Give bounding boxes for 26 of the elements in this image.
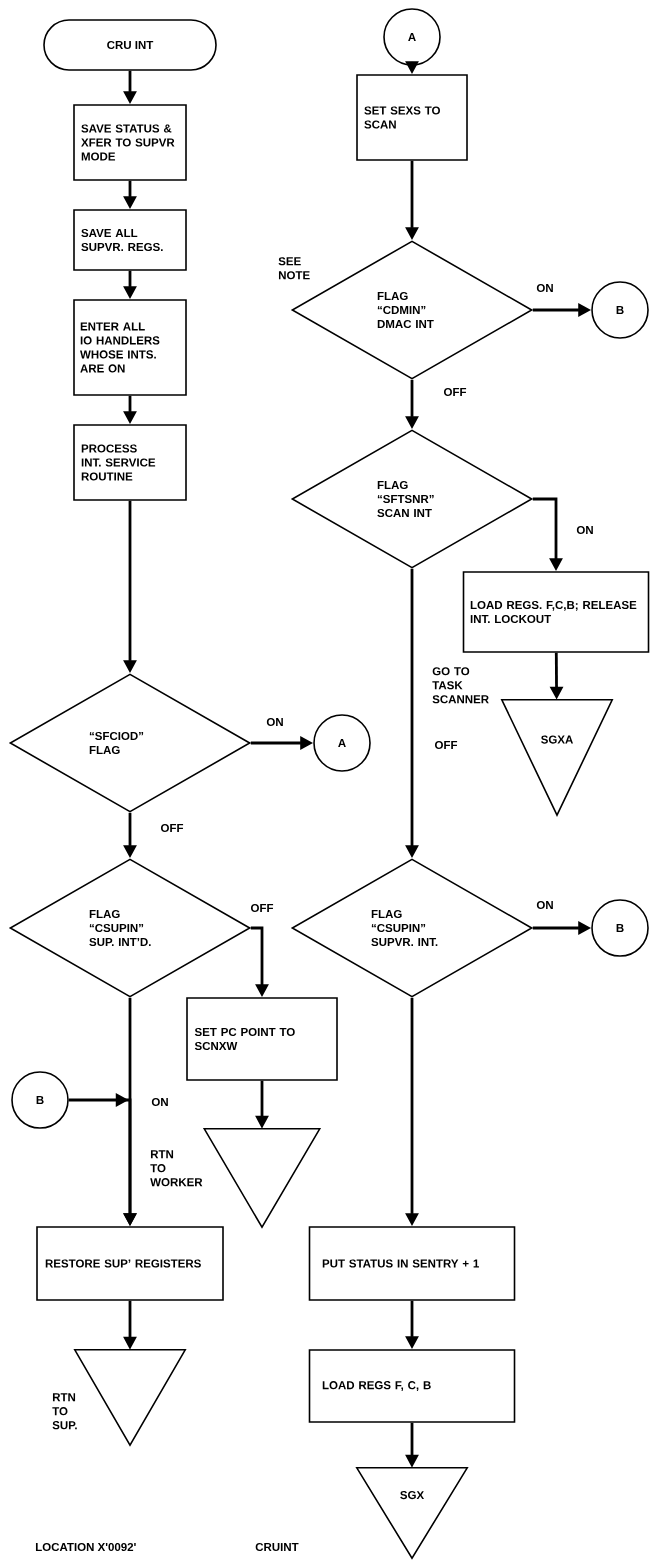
process-box: SET PC POINT TO SCNXW <box>186 997 338 1081</box>
edge-label: ON <box>150 1096 170 1108</box>
terminal-box: CRU INT <box>43 19 217 71</box>
edge-label: OFF <box>249 902 275 914</box>
edge-label: ON <box>535 282 555 294</box>
process-box: LOAD REGS. F,C,B; RELEASE INT. LOCKOUT <box>462 571 650 653</box>
edge-label: ON <box>265 716 285 728</box>
edge-label: ON <box>575 524 595 536</box>
process-box: PUT STATUS IN SENTRY + 1 <box>308 1226 516 1301</box>
caption-text: LOCATION X'0092' <box>35 1542 136 1552</box>
edge-label: ON <box>535 899 555 911</box>
note-text: GO TO TASK SCANNER <box>432 667 489 704</box>
process-box: SAVE ALL SUPVR. REGS. <box>73 209 187 271</box>
edge-label: OFF <box>159 822 185 834</box>
note-text: RTN TO WORKER <box>150 1150 203 1187</box>
process-box: RESTORE SUP’ REGISTERS <box>36 1226 224 1301</box>
process-box: LOAD REGS F, C, B <box>308 1349 516 1423</box>
process-box: PROCESS INT. SERVICE ROUTINE <box>73 424 187 501</box>
process-box: SAVE STATUS & XFER TO SUPVR MODE <box>73 104 187 181</box>
process-box: SET SEXS TO SCAN <box>356 74 468 161</box>
edge-label: OFF <box>433 739 459 751</box>
note-text: RTN TO SUP. <box>52 1393 77 1430</box>
edge-label: OFF <box>442 386 468 398</box>
process-box: ENTER ALL IO HANDLERS WHOSE INTS. ARE ON <box>73 299 187 396</box>
caption-text: CRUINT <box>255 1542 299 1552</box>
note-text: SEE NOTE <box>278 257 310 280</box>
